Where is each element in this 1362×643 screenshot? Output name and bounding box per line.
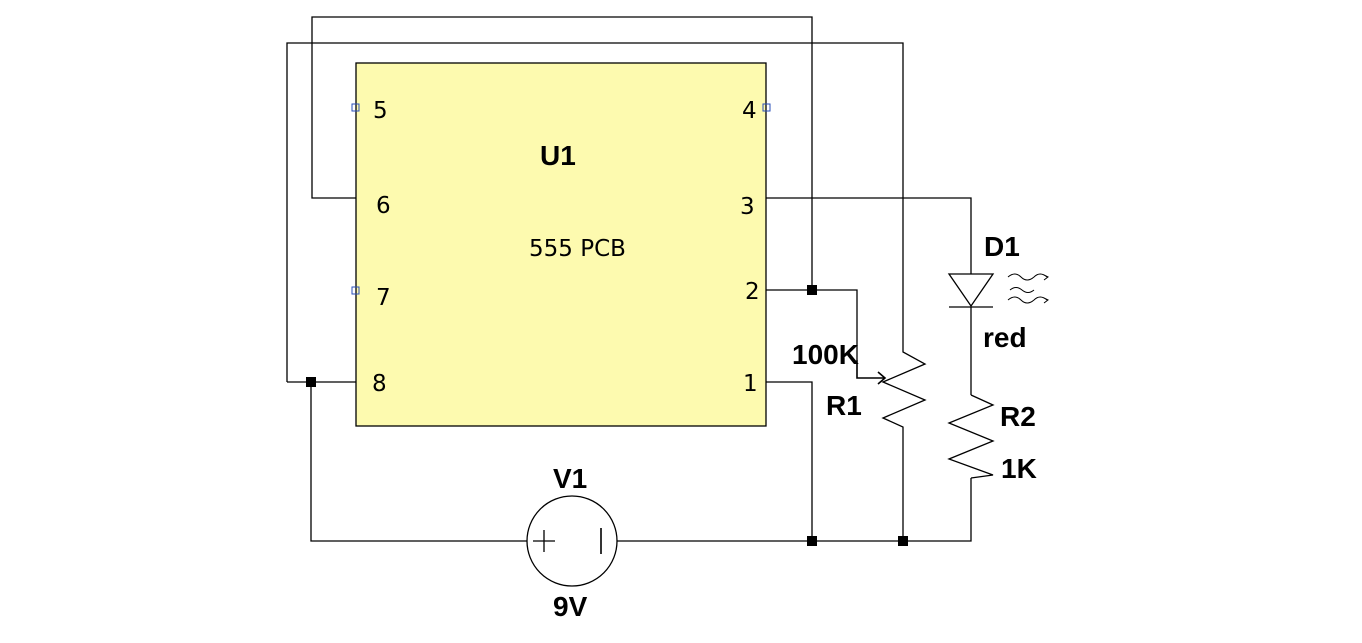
pin-8-label: 8 xyxy=(372,371,387,397)
led-ref: D1 xyxy=(984,231,1020,262)
wire-pin6-to-pin2 xyxy=(311,16,813,290)
pin-marker-5 xyxy=(351,103,360,112)
led-triangle-icon xyxy=(947,273,995,308)
potentiometer-r1 xyxy=(856,298,927,433)
pot-ref: R1 xyxy=(826,390,862,421)
battery-plus-icon xyxy=(533,530,555,552)
resistor-value: 1K xyxy=(1001,453,1037,484)
wire-pin1-to-ground xyxy=(766,381,813,541)
pot-value: 100K xyxy=(792,339,859,370)
led-color-value: red xyxy=(983,322,1027,353)
junction-pin8 xyxy=(306,377,316,387)
pin-3-label: 3 xyxy=(740,194,755,220)
light-emission-icon xyxy=(1007,273,1049,304)
battery-ref: V1 xyxy=(553,463,587,494)
wires xyxy=(286,16,972,542)
pin-4-label: 4 xyxy=(742,98,757,124)
battery-v1 xyxy=(526,495,618,587)
wire-vcc-to-battery xyxy=(310,382,527,542)
wire-ground-rail xyxy=(617,478,972,542)
junction-ground-a xyxy=(807,536,817,546)
pin-5-label: 5 xyxy=(373,98,388,124)
pot-zigzag xyxy=(881,298,927,433)
pin-7-label: 7 xyxy=(376,285,391,311)
battery-circle-icon xyxy=(526,495,618,587)
wire-pin3-to-led xyxy=(766,197,972,274)
resistor-r2-zigzag xyxy=(947,394,995,479)
ic-555-body xyxy=(355,62,767,427)
battery-value: 9V xyxy=(553,591,588,622)
wire-pin2-to-pot xyxy=(766,289,858,360)
pin-6-label: 6 xyxy=(376,193,391,219)
pin-marker-4 xyxy=(762,103,771,112)
chip-ref: U1 xyxy=(540,140,576,171)
chip-part: 555 PCB xyxy=(529,236,626,262)
wiper-arrow-icon xyxy=(856,360,887,385)
wire-pin8-to-pot xyxy=(286,42,904,382)
pin-2-label: 2 xyxy=(745,279,760,305)
pin-1-label: 1 xyxy=(743,371,758,397)
pin-marker-7 xyxy=(351,286,360,295)
led-d1 xyxy=(947,273,1049,308)
junction-pin2 xyxy=(807,285,817,295)
resistor-ref: R2 xyxy=(1000,401,1036,432)
junction-ground-b xyxy=(898,536,908,546)
